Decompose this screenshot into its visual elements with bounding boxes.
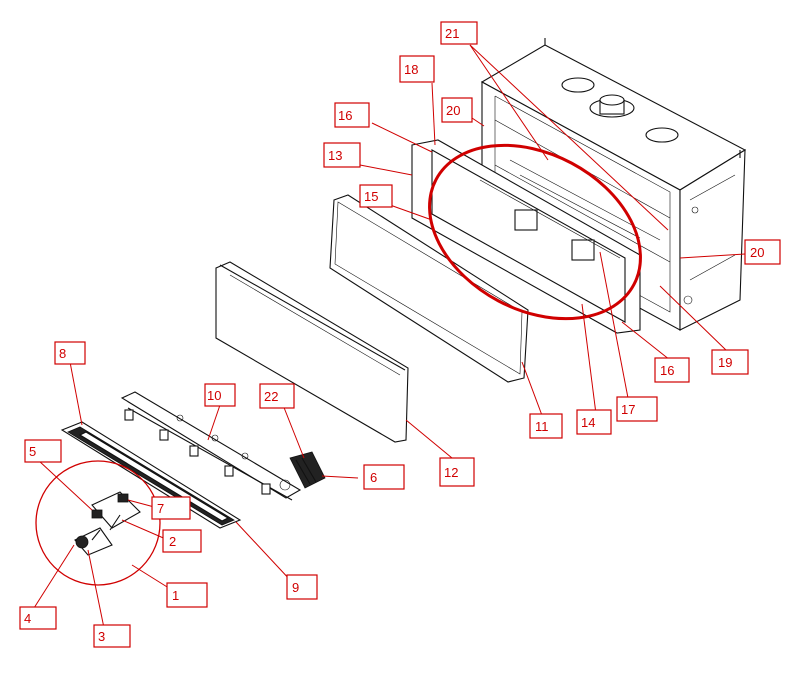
part-label-9: 9 [286, 574, 318, 600]
callout-circle-controls [35, 460, 161, 586]
firebox-housing [480, 38, 747, 331]
part-label-12: 12 [439, 457, 475, 487]
part-label-7: 7 [151, 496, 191, 520]
base-tray [60, 421, 242, 529]
svg-text:10: 10 [207, 388, 221, 403]
callout-ellipse-front [428, 143, 642, 321]
svg-text:15: 15 [364, 189, 378, 204]
svg-text:18: 18 [404, 62, 418, 77]
part-label-17: 17 [616, 396, 658, 422]
svg-text:4: 4 [24, 611, 31, 626]
heater-element [289, 451, 326, 489]
svg-text:3: 3 [98, 629, 105, 644]
svg-text:16: 16 [338, 108, 352, 123]
leader-lines [33, 44, 746, 629]
svg-text:22: 22 [264, 389, 278, 404]
part-label-14: 14 [576, 409, 612, 435]
svg-text:12: 12 [444, 465, 458, 480]
part-label-20-top: 20 [441, 97, 473, 123]
svg-text:20: 20 [750, 245, 764, 260]
part-label-5: 5 [24, 439, 62, 463]
part-label-2: 2 [162, 529, 202, 553]
part-label-3: 3 [93, 624, 131, 648]
part-label-18: 18 [399, 55, 435, 83]
glass-panel [329, 194, 529, 383]
part-label-4: 4 [19, 606, 57, 630]
svg-text:20: 20 [446, 103, 460, 118]
part-label-22: 22 [259, 383, 295, 409]
part-label-21: 21 [440, 21, 478, 45]
svg-text:8: 8 [59, 346, 66, 361]
svg-text:14: 14 [581, 415, 595, 430]
svg-text:2: 2 [169, 534, 176, 549]
svg-text:21: 21 [445, 26, 459, 41]
part-label-6: 6 [363, 464, 405, 490]
svg-text:5: 5 [29, 444, 36, 459]
part-label-20-right: 20 [744, 239, 781, 265]
svg-text:6: 6 [370, 470, 377, 485]
svg-text:11: 11 [535, 419, 549, 434]
svg-text:13: 13 [328, 148, 342, 163]
part-label-10: 10 [204, 383, 236, 407]
part-label-15: 15 [359, 184, 393, 208]
part-label-13: 13 [323, 142, 361, 168]
part-label-11: 11 [529, 413, 563, 439]
control-module [74, 491, 141, 556]
svg-text:19: 19 [718, 355, 732, 370]
part-label-1: 1 [166, 582, 208, 608]
front-panel [215, 261, 409, 443]
part-label-16-left: 16 [334, 102, 370, 128]
part-label-19: 19 [711, 349, 749, 375]
burner-rail [120, 391, 302, 501]
svg-text:1: 1 [172, 588, 179, 603]
front-frame [411, 139, 641, 334]
svg-text:7: 7 [157, 501, 164, 516]
svg-text:9: 9 [292, 580, 299, 595]
part-label-8: 8 [54, 341, 86, 365]
svg-text:17: 17 [621, 402, 635, 417]
part-label-16-right: 16 [654, 357, 690, 383]
svg-text:16: 16 [660, 363, 674, 378]
